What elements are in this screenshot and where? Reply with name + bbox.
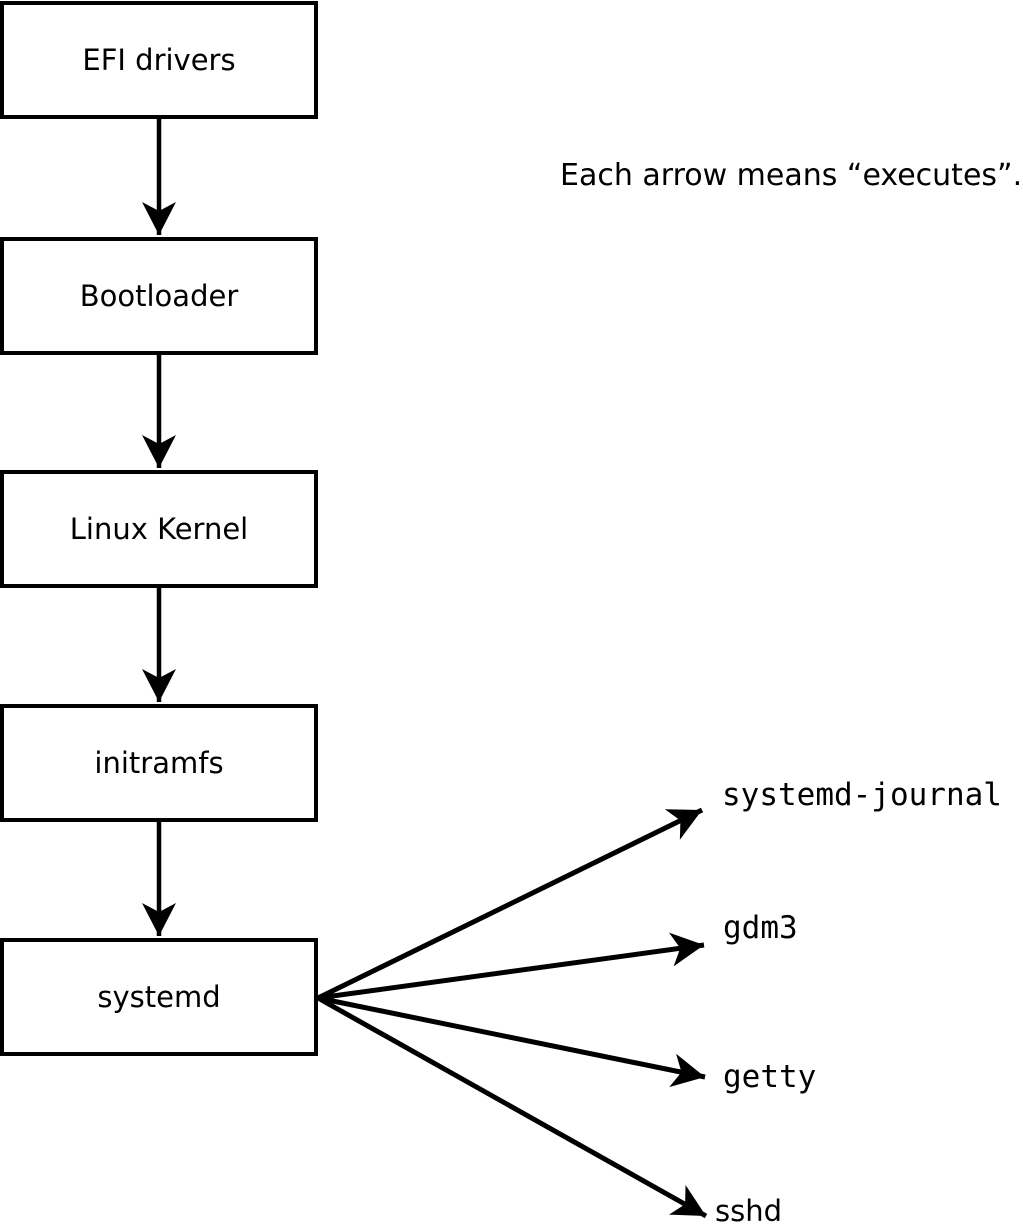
arrow-meaning-note: Each arrow means “executes”. <box>560 158 1023 193</box>
executes-arrow-systemd-to-gdm3 <box>317 932 705 1001</box>
chain-box-systemd: systemd <box>0 938 318 1056</box>
chain-box-label: initramfs <box>94 745 224 780</box>
executes-arrow-systemd-to-sshd <box>316 995 708 1219</box>
executes-arrow-systemd-to-journal <box>316 807 704 1001</box>
service-label-getty: getty <box>723 1059 817 1095</box>
service-label-gdm3: gdm3 <box>723 910 798 946</box>
chain-box-label: EFI drivers <box>82 42 236 77</box>
chain-box-linux-kernel: Linux Kernel <box>0 470 318 588</box>
chain-box-efi-drivers: EFI drivers <box>0 1 318 119</box>
chain-box-bootloader: Bootloader <box>0 237 318 355</box>
executes-arrow-systemd-to-getty <box>317 995 706 1088</box>
service-label-sshd: sshd <box>715 1194 783 1228</box>
chain-box-label: Linux Kernel <box>69 511 249 546</box>
chain-box-label: Bootloader <box>79 278 239 313</box>
chain-box-initramfs: initramfs <box>0 704 318 822</box>
service-label-systemd-journal: systemd-journal <box>722 777 1002 813</box>
chain-box-label: systemd <box>97 979 221 1014</box>
